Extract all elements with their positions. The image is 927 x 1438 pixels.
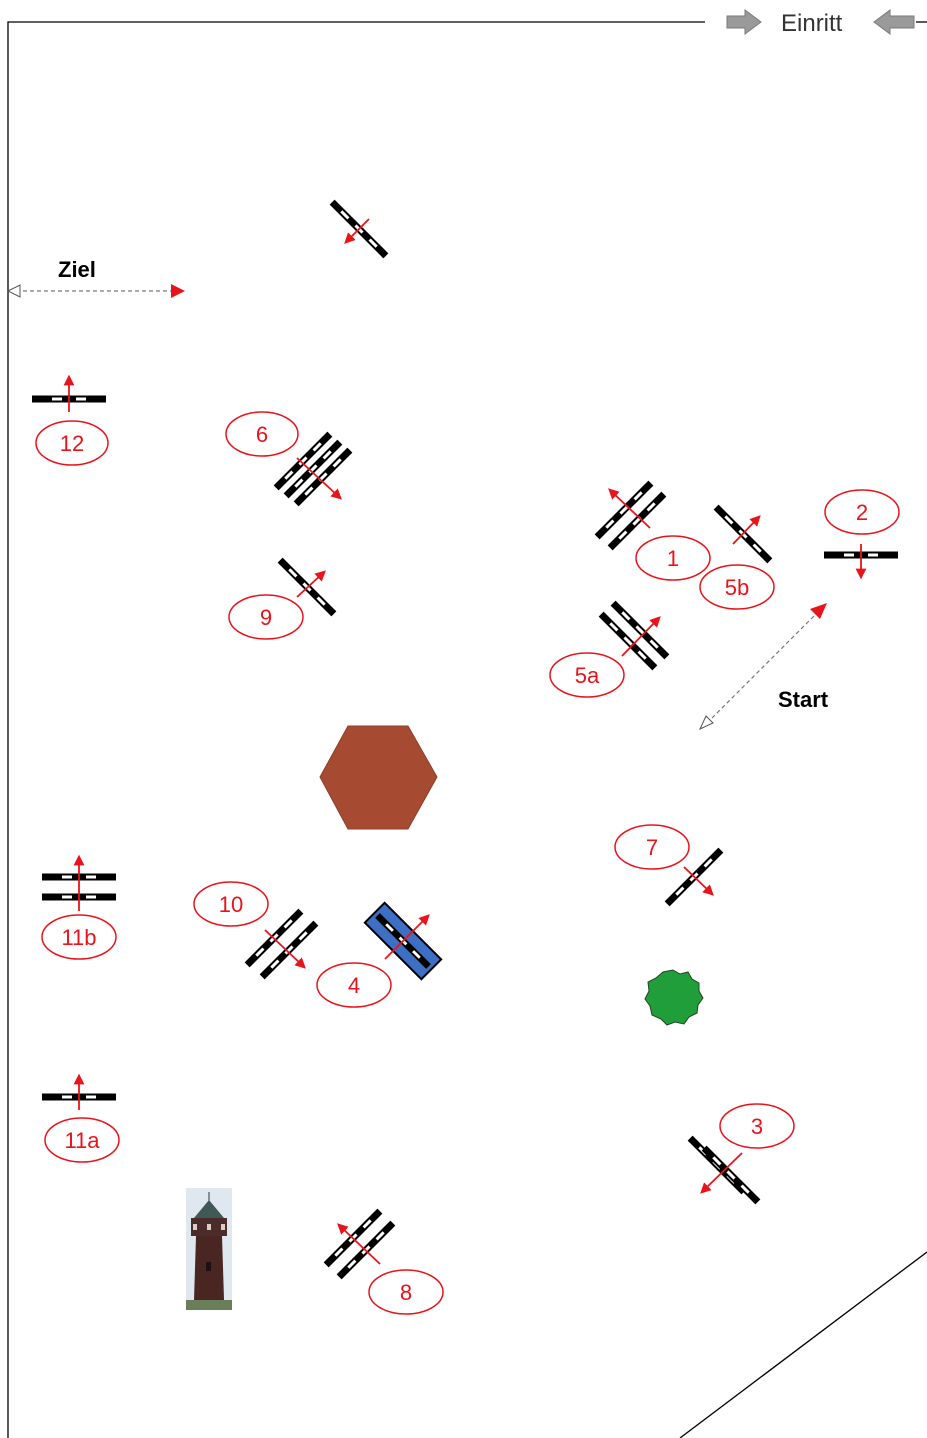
start-label: Start	[778, 687, 829, 712]
obstacle-number: 4	[348, 973, 360, 998]
obstacle-number: 12	[60, 431, 84, 456]
obstacle-number: 11b	[61, 925, 96, 950]
start-line: Start	[700, 603, 829, 729]
obstacle-6: 6	[226, 412, 352, 506]
obstacle-number: 6	[256, 422, 268, 447]
finish-line: Ziel	[8, 257, 185, 298]
obstacle-number: 8	[400, 1280, 412, 1305]
water-tower-icon	[186, 1188, 232, 1310]
obstacle-number: 1	[667, 546, 679, 571]
obstacle-number: 7	[646, 835, 658, 860]
tree-icon	[645, 970, 703, 1025]
arrow-icon	[874, 10, 914, 34]
obstacle-9: 9	[229, 558, 336, 639]
obstacle-1: 1	[595, 481, 710, 580]
arrow-icon	[727, 10, 761, 34]
entry-label: Einritt	[781, 10, 843, 37]
obstacle-3: 3	[688, 1104, 794, 1204]
obstacle-number: 11a	[64, 1128, 100, 1153]
obstacle-number: 9	[260, 605, 272, 630]
obstacle-5a: 5a	[550, 601, 669, 697]
obstacle-number: 2	[856, 500, 868, 525]
obstacle-10: 10	[194, 882, 318, 979]
entry-marker: Einritt	[727, 10, 927, 37]
finish-label: Ziel	[58, 257, 96, 282]
obstacle-4: 4	[317, 903, 441, 1007]
hexagon-icon	[320, 726, 437, 829]
arena-border	[8, 22, 927, 1438]
jump-unnumbered	[330, 200, 389, 259]
obstacle-number: 10	[219, 892, 243, 917]
obstacle-number: 5a	[575, 663, 600, 688]
obstacle-7: 7	[615, 825, 723, 906]
obstacle-number: 5b	[725, 575, 749, 600]
obstacle-12: 12	[32, 380, 108, 465]
obstacle-11b: 11b	[42, 860, 116, 959]
obstacle-11a: 11a	[42, 1079, 119, 1162]
obstacle-8: 8	[324, 1209, 443, 1314]
obstacle-5b: 5b	[700, 505, 774, 609]
obstacle-number: 3	[751, 1114, 763, 1139]
obstacle-2: 2	[824, 490, 899, 574]
